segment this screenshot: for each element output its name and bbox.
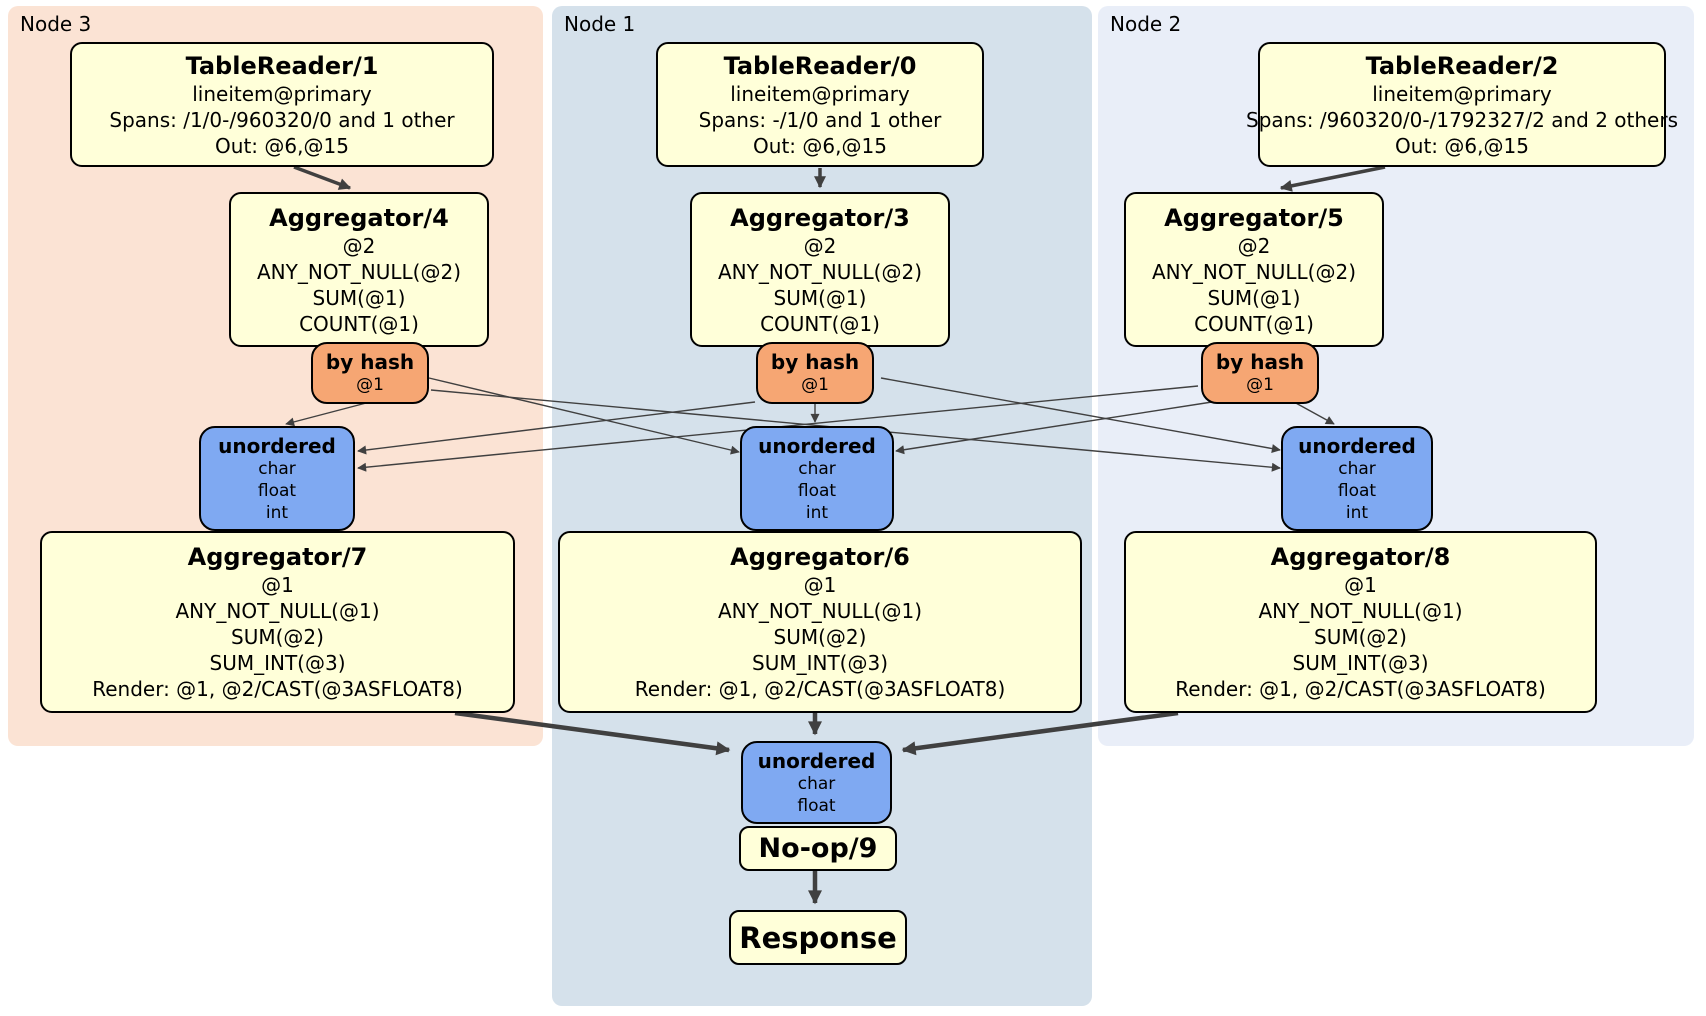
router-title: by hash: [325, 350, 415, 374]
sync-type: float: [797, 480, 837, 501]
processor-title: Aggregator/7: [187, 543, 368, 571]
reader-edges: [293, 165, 1386, 192]
processor-detail: SUM(@1): [312, 285, 406, 310]
sync-type: char: [797, 773, 836, 794]
processor-title: Aggregator/5: [1164, 203, 1344, 232]
sync-type: int: [265, 502, 289, 523]
processor-detail: ANY_NOT_NULL(@1): [1258, 599, 1463, 623]
processor-detail: ANY_NOT_NULL(@2): [257, 259, 461, 284]
processor-title: Aggregator/6: [730, 543, 910, 571]
processor-detail: Spans: /960320/0-/1792327/2 and 2 others: [1246, 107, 1679, 132]
sync-unordered-final: unordered char float: [741, 741, 892, 824]
processor-detail: Out: @6,@15: [753, 133, 887, 158]
processor-tablereader-1: TableReader/1 lineitem@primary Spans: /1…: [70, 42, 494, 167]
processor-tablereader-0: TableReader/0 lineitem@primary Spans: -/…: [656, 42, 984, 167]
processor-title: Aggregator/8: [1270, 543, 1451, 571]
region-node3-label: Node 3: [20, 12, 92, 36]
processor-aggregator-3: Aggregator/3 @2 ANY_NOT_NULL(@2) SUM(@1)…: [690, 192, 950, 347]
router-detail: @1: [1246, 375, 1274, 395]
processor-detail: Spans: /1/0-/960320/0 and 1 other: [109, 107, 455, 132]
processor-aggregator-4: Aggregator/4 @2 ANY_NOT_NULL(@2) SUM(@1)…: [229, 192, 489, 347]
processor-detail: SUM(@1): [1207, 285, 1301, 310]
region-node2-label: Node 2: [1110, 12, 1182, 36]
sync-type: float: [797, 795, 836, 816]
sync-title: unordered: [757, 748, 876, 773]
processor-title: TableReader/2: [1365, 51, 1559, 80]
processor-detail: @1: [261, 573, 294, 597]
processor-detail: lineitem@primary: [192, 81, 372, 106]
processor-detail: Out: @6,@15: [1395, 133, 1529, 158]
processor-aggregator-7: Aggregator/7 @1 ANY_NOT_NULL(@1) SUM(@2)…: [40, 531, 515, 713]
processor-response: Response: [729, 910, 907, 965]
sync-type: int: [1345, 502, 1369, 523]
processor-detail: SUM(@1): [773, 285, 867, 310]
router-by-hash-node1: by hash @1: [756, 342, 874, 404]
sync-type: float: [1337, 480, 1377, 501]
processor-detail: @2: [803, 233, 837, 258]
processor-detail: @1: [1344, 573, 1377, 597]
sync-type: int: [805, 502, 829, 523]
processor-title: No-op/9: [758, 832, 878, 864]
processor-aggregator-6: Aggregator/6 @1 ANY_NOT_NULL(@1) SUM(@2)…: [558, 531, 1082, 713]
processor-detail: Out: @6,@15: [215, 133, 349, 158]
processor-detail: SUM_INT(@3): [209, 651, 346, 675]
processor-detail: COUNT(@1): [1194, 311, 1314, 336]
processor-detail: lineitem@primary: [1372, 81, 1552, 106]
processor-detail: lineitem@primary: [730, 81, 910, 106]
router-detail: @1: [356, 375, 384, 395]
processor-detail: @1: [803, 573, 837, 597]
sync-unordered-node3: unordered char float int: [199, 426, 355, 531]
processor-detail: SUM_INT(@3): [1292, 651, 1429, 675]
processor-detail: COUNT(@1): [299, 311, 419, 336]
processor-detail: ANY_NOT_NULL(@2): [718, 259, 922, 284]
processor-noop-9: No-op/9: [739, 826, 897, 871]
sync-title: unordered: [218, 433, 336, 458]
sync-type: float: [257, 480, 297, 501]
router-title: by hash: [770, 350, 860, 374]
processor-detail: COUNT(@1): [760, 311, 880, 336]
processor-title: Aggregator/4: [269, 203, 449, 232]
sync-type: char: [1338, 458, 1376, 479]
processor-title: Aggregator/3: [730, 203, 910, 232]
sync-title: unordered: [758, 433, 876, 458]
processor-detail: @2: [342, 233, 376, 258]
processor-detail: SUM(@2): [1314, 625, 1407, 649]
router-title: by hash: [1215, 350, 1305, 374]
processor-detail: ANY_NOT_NULL(@2): [1152, 259, 1356, 284]
processor-detail: SUM(@2): [231, 625, 324, 649]
processor-detail: SUM(@2): [773, 625, 867, 649]
sync-type: char: [798, 458, 836, 479]
processor-aggregator-5: Aggregator/5 @2 ANY_NOT_NULL(@2) SUM(@1)…: [1124, 192, 1384, 347]
sync-type: char: [258, 458, 296, 479]
router-detail: @1: [801, 375, 829, 395]
processor-aggregator-8: Aggregator/8 @1 ANY_NOT_NULL(@1) SUM(@2)…: [1124, 531, 1597, 713]
processor-title: Response: [739, 920, 897, 955]
final-stream-edges: [454, 710, 1179, 905]
region-node1-label: Node 1: [564, 12, 636, 36]
processor-detail: Render: @1, @2/CAST(@3ASFLOAT8): [634, 677, 1006, 701]
processor-detail: @2: [1237, 233, 1271, 258]
sync-unordered-node1: unordered char float int: [740, 426, 894, 531]
processor-title: TableReader/0: [723, 51, 917, 80]
processor-detail: ANY_NOT_NULL(@1): [718, 599, 922, 623]
processor-detail: Render: @1, @2/CAST(@3ASFLOAT8): [92, 677, 463, 701]
sync-unordered-node2: unordered char float int: [1281, 426, 1433, 531]
router-by-hash-node2: by hash @1: [1201, 342, 1319, 404]
sync-title: unordered: [1298, 433, 1416, 458]
processor-detail: SUM_INT(@3): [752, 651, 888, 675]
router-by-hash-node3: by hash @1: [311, 342, 429, 404]
processor-detail: Spans: -/1/0 and 1 other: [698, 107, 942, 132]
processor-title: TableReader/1: [185, 51, 379, 80]
processor-detail: ANY_NOT_NULL(@1): [175, 599, 380, 623]
processor-detail: Render: @1, @2/CAST(@3ASFLOAT8): [1175, 677, 1546, 701]
processor-tablereader-2: TableReader/2 lineitem@primary Spans: /9…: [1246, 42, 1678, 167]
